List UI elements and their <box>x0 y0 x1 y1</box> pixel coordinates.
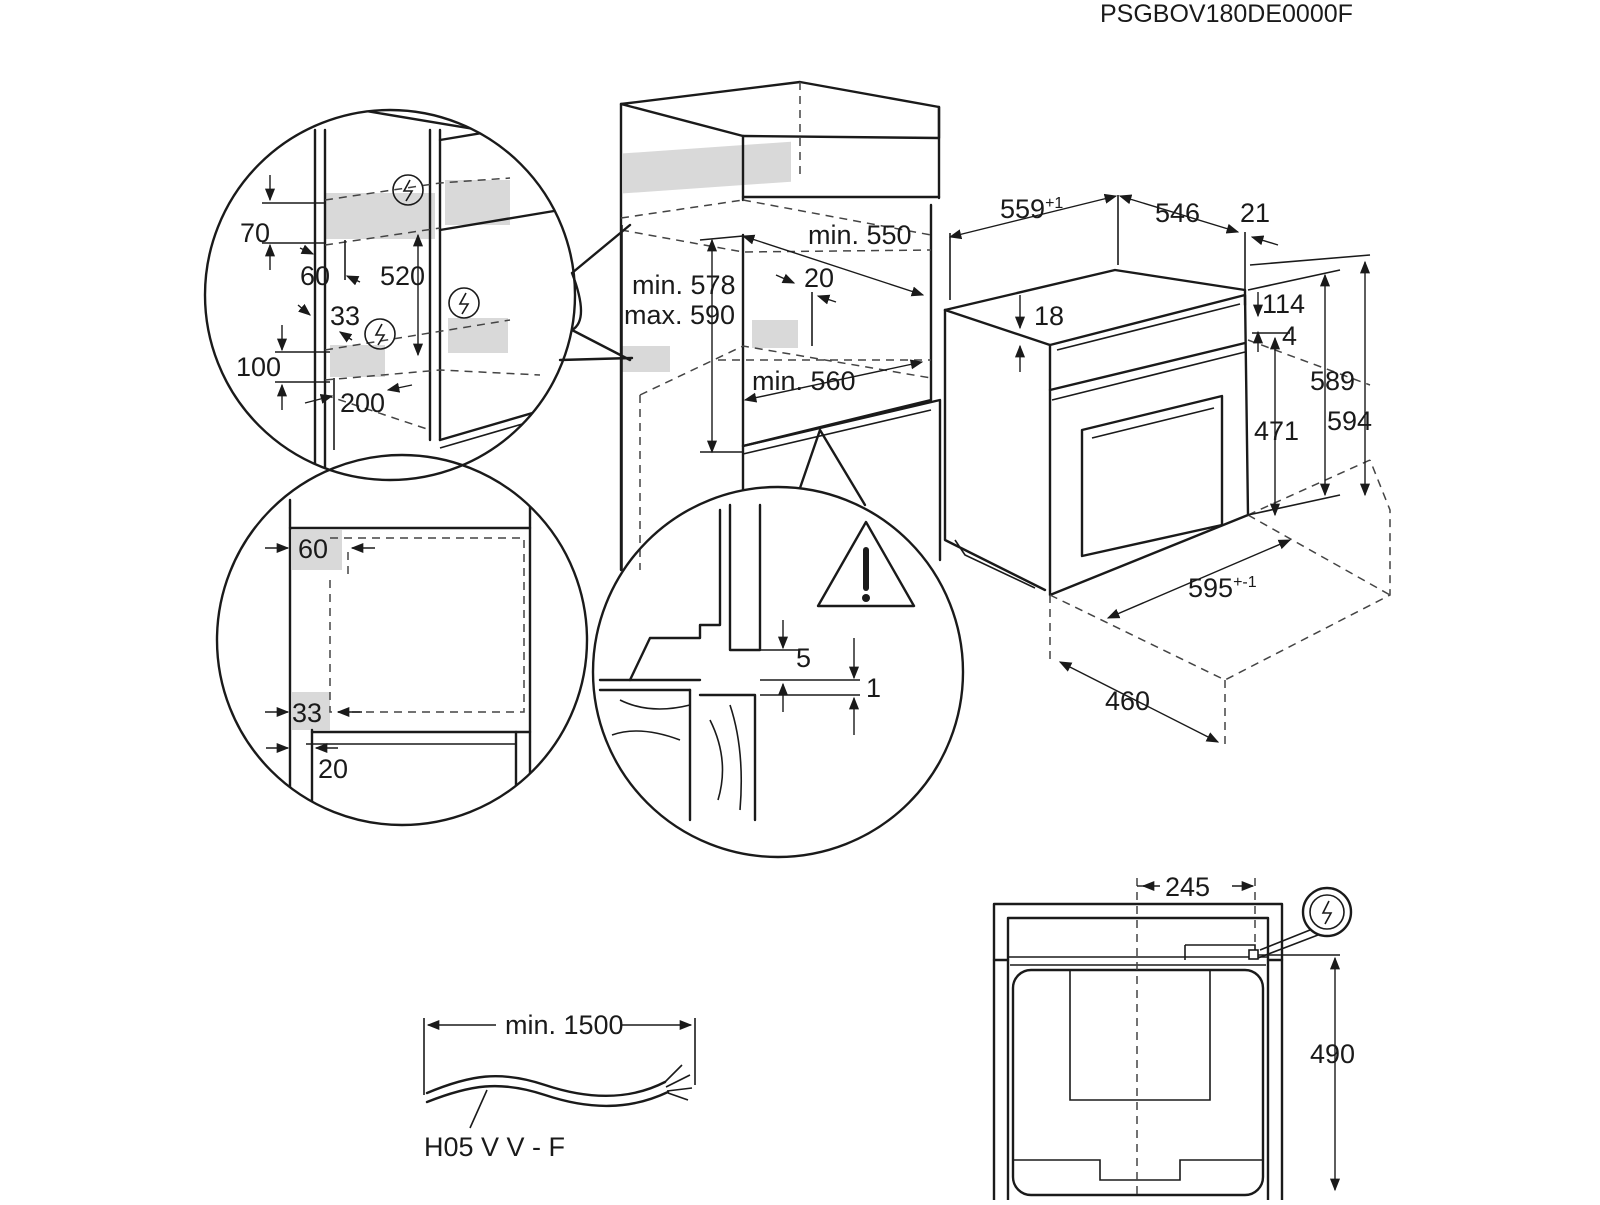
cable-length-label: min. 1500 <box>505 1010 624 1040</box>
label-min-560: min. 560 <box>752 366 856 396</box>
label-20: 20 <box>804 263 834 293</box>
power-connection-icon <box>1301 886 1353 938</box>
label-520: 520 <box>380 261 425 291</box>
power-connection-icon <box>364 318 396 350</box>
label-60-top: 60 <box>300 261 330 291</box>
cabinet-opening-shade <box>623 141 791 194</box>
label-33-left: 33 <box>292 698 322 728</box>
label-595-sup: +-1 <box>1233 574 1257 591</box>
callout-top-connector-2 <box>558 356 634 362</box>
label-460: 460 <box>1105 686 1150 716</box>
cabinet-drawing: min. 550 min. 578 max. 590 20 min. 560 <box>619 80 942 572</box>
label-595-value: 595 <box>1188 573 1233 603</box>
detail-bottom-circle: 5 1 <box>591 485 965 859</box>
label-min-550: min. 550 <box>808 220 912 250</box>
front-view-drawing: 245 490 <box>992 872 1355 1202</box>
label-245: 245 <box>1165 872 1210 902</box>
label-559-value: 559 <box>1000 194 1045 224</box>
label-20-left: 20 <box>318 754 348 784</box>
label-589: 589 <box>1310 366 1355 396</box>
label-595: 595+-1 <box>1188 573 1257 603</box>
detail-top-circle: 70 60 520 33 100 200 <box>203 108 577 482</box>
label-18: 18 <box>1034 301 1064 331</box>
warning-triangle-icon <box>816 520 916 608</box>
label-546: 546 <box>1155 198 1200 228</box>
label-114: 114 <box>1262 289 1305 319</box>
label-1: 1 <box>866 673 881 703</box>
label-4: 4 <box>1282 321 1297 351</box>
label-5: 5 <box>796 643 811 673</box>
label-200: 200 <box>340 388 385 418</box>
diagram-code: PSGBOV180DE0000F <box>1100 0 1353 28</box>
cable-drawing: min. 1500 H05 V V - F <box>423 1010 696 1162</box>
cable-type-label: H05 V V - F <box>424 1132 565 1162</box>
label-471: 471 <box>1254 416 1299 446</box>
power-connection-icon <box>448 287 480 319</box>
oven-drawing: 559+1 546 21 18 114 4 471 589 594 595+-1… <box>943 193 1391 745</box>
label-60-left: 60 <box>298 534 328 564</box>
cable-icon <box>664 1064 693 1101</box>
power-connection-icon <box>392 174 424 206</box>
label-70: 70 <box>240 218 270 248</box>
cabinet-socket-shade-2 <box>752 320 798 348</box>
label-559-sup: +1 <box>1045 195 1063 212</box>
label-490: 490 <box>1310 1039 1355 1069</box>
label-33-top: 33 <box>330 301 360 331</box>
label-594: 594 <box>1327 406 1372 436</box>
label-21: 21 <box>1240 198 1270 228</box>
callout-bottom-connector <box>798 428 867 507</box>
label-max-590: max. 590 <box>624 300 735 330</box>
detail-left-circle: 60 33 20 <box>215 453 589 827</box>
label-100: 100 <box>236 352 281 382</box>
label-559: 559+1 <box>1000 194 1063 224</box>
label-min-578: min. 578 <box>632 270 736 300</box>
